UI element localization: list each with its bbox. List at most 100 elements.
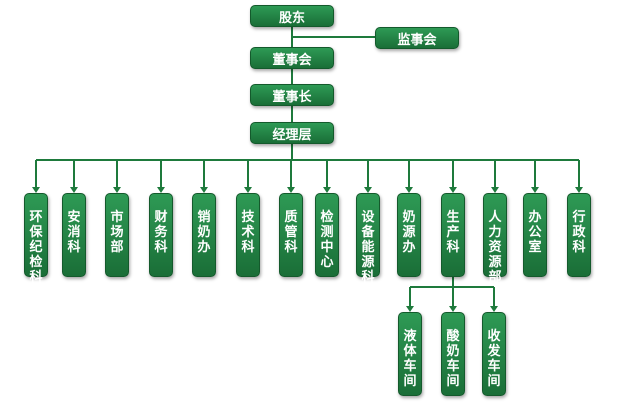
node-board[interactable]: 董事会 (250, 47, 334, 69)
dept-market-char: 场 (110, 225, 124, 240)
node-label: 监事会 (397, 32, 437, 48)
workshop-receiving-char: 收 (487, 329, 501, 344)
dept-market[interactable]: 市场部 (105, 193, 129, 277)
dept-energy-char: 源 (361, 255, 375, 270)
dept-safety-char: 消 (67, 225, 81, 240)
workshop-liquid-char: 间 (403, 374, 417, 389)
dept-admin-char: 行 (572, 210, 586, 225)
dept-quality-char: 科 (284, 240, 298, 255)
node-label: 股东 (278, 10, 305, 26)
dept-tech[interactable]: 技术科 (236, 193, 260, 277)
dept-quality-char: 质 (284, 210, 298, 225)
dept-production-char: 生 (446, 210, 460, 225)
dept-arrow-0 (32, 187, 40, 193)
dept-market-char: 市 (110, 210, 124, 225)
workshop-liquid-char: 车 (403, 359, 417, 374)
dept-tech-char: 科 (241, 240, 255, 255)
dept-arrow-9 (405, 187, 413, 193)
dept-milk-sales-char: 办 (197, 240, 211, 255)
dept-office-char: 室 (528, 240, 542, 255)
dept-milk-source-char: 源 (402, 225, 416, 240)
dept-milk-sales[interactable]: 销奶办 (192, 193, 216, 277)
dept-testing-char: 测 (320, 225, 334, 240)
dept-finance-char: 财 (154, 210, 168, 225)
workshop-receiving[interactable]: 收发车间 (482, 312, 506, 396)
dept-env-char: 科 (29, 270, 43, 285)
dept-safety[interactable]: 安消科 (62, 193, 86, 277)
dept-energy-char: 能 (361, 240, 375, 255)
dept-admin[interactable]: 行政科 (567, 193, 591, 277)
dept-tech-char: 术 (241, 225, 255, 240)
dept-arrow-7 (323, 187, 331, 193)
workshop-yogurt-char: 奶 (446, 344, 460, 359)
dept-quality-char: 管 (284, 225, 298, 240)
node-label: 董事会 (272, 52, 312, 68)
dept-hr[interactable]: 人力资源部 (483, 193, 507, 285)
workshop-liquid-char: 体 (403, 344, 417, 359)
dept-finance-char: 务 (154, 225, 168, 240)
dept-energy-char: 设 (361, 210, 375, 225)
dept-hr-char: 资 (488, 240, 502, 255)
dept-energy[interactable]: 设备能源科 (356, 193, 380, 285)
dept-finance[interactable]: 财务科 (149, 193, 173, 277)
dept-arrow-11 (491, 187, 499, 193)
dept-env[interactable]: 环保纪检科 (24, 193, 48, 285)
dept-tech-char: 技 (241, 210, 255, 225)
dept-production[interactable]: 生产科 (441, 193, 465, 277)
dept-arrow-4 (200, 187, 208, 193)
dept-milk-sales-char: 奶 (197, 225, 211, 240)
node-shareholders[interactable]: 股东 (250, 5, 334, 27)
workshop-yogurt-char: 车 (446, 359, 460, 374)
workshop-receiving-char: 间 (487, 374, 501, 389)
dept-production-char: 科 (446, 240, 460, 255)
dept-hr-char: 人 (488, 210, 502, 225)
dept-testing-char: 心 (320, 255, 334, 270)
dept-office-char: 办 (528, 210, 542, 225)
dept-hr-char: 部 (488, 270, 502, 285)
dept-arrow-2 (113, 187, 121, 193)
dept-testing[interactable]: 检测中心 (315, 193, 339, 277)
dept-testing-char: 中 (320, 240, 334, 255)
node-chairman[interactable]: 董事长 (250, 84, 334, 106)
workshop-liquid-char: 液 (403, 329, 417, 344)
dept-admin-char: 政 (572, 225, 586, 240)
workshop-arrow-0 (406, 306, 414, 312)
workshop-yogurt-char: 酸 (446, 329, 460, 344)
node-label: 经理层 (272, 127, 312, 143)
dept-production-char: 产 (446, 225, 460, 240)
dept-env-char: 纪 (29, 240, 43, 255)
dept-admin-char: 科 (572, 240, 586, 255)
dept-milk-source[interactable]: 奶源办 (397, 193, 421, 277)
dept-arrow-1 (70, 187, 78, 193)
workshop-arrow-1 (449, 306, 457, 312)
dept-office-char: 公 (528, 225, 542, 240)
dept-env-char: 保 (29, 225, 43, 240)
dept-testing-char: 检 (320, 210, 334, 225)
workshop-liquid[interactable]: 液体车间 (398, 312, 422, 396)
dept-office[interactable]: 办公室 (523, 193, 547, 277)
dept-quality[interactable]: 质管科 (279, 193, 303, 277)
workshop-arrow-2 (490, 306, 498, 312)
dept-market-char: 部 (110, 240, 124, 255)
dept-milk-source-char: 办 (402, 240, 416, 255)
dept-finance-char: 科 (154, 240, 168, 255)
dept-energy-char: 备 (361, 225, 375, 240)
dept-arrow-5 (244, 187, 252, 193)
node-label: 董事长 (272, 89, 312, 105)
workshop-yogurt-char: 间 (446, 374, 460, 389)
node-supervisors[interactable]: 监事会 (375, 27, 459, 49)
node-manager[interactable]: 经理层 (250, 122, 334, 144)
workshop-receiving-char: 车 (487, 359, 501, 374)
dept-safety-char: 科 (67, 240, 81, 255)
dept-energy-char: 科 (361, 270, 375, 285)
dept-arrow-8 (364, 187, 372, 193)
dept-arrow-3 (157, 187, 165, 193)
dept-hr-char: 源 (488, 255, 502, 270)
dept-arrow-6 (287, 187, 295, 193)
dept-hr-char: 力 (488, 225, 502, 240)
dept-env-char: 检 (29, 255, 43, 270)
workshop-yogurt[interactable]: 酸奶车间 (441, 312, 465, 396)
dept-safety-char: 安 (67, 210, 81, 225)
workshop-receiving-char: 发 (487, 344, 501, 359)
